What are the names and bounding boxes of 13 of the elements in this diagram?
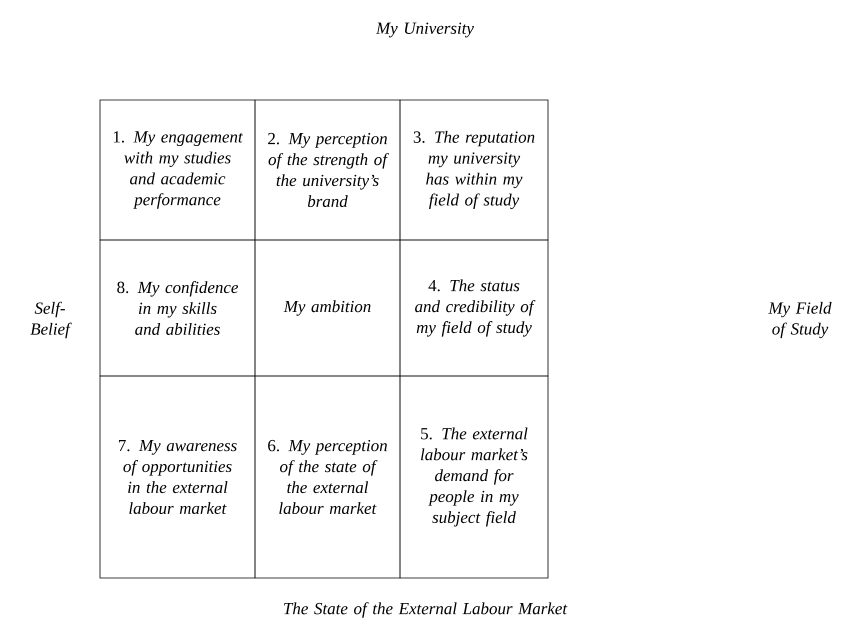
table-cell: 6. My perception of the state of the external labour market xyxy=(254,376,400,578)
table-cell: 7. My awareness of opportunities in the external labour market xyxy=(100,376,256,578)
table-cell: 8. My confidence in my skills and abilities xyxy=(100,240,256,376)
axis-label: My University xyxy=(376,22,474,38)
table-cell: My ambition xyxy=(254,240,400,376)
table-cell: 1. My engagement with my studies and academic performance xyxy=(100,100,256,240)
axis-label: My Field of Study xyxy=(768,302,832,338)
table-cell: 4. The status and credibility of my field of study xyxy=(400,240,548,376)
axis-label: The State of the External Labour Market xyxy=(284,602,568,618)
table-cell: 2. My perception of the strength of the university’s brand xyxy=(254,100,400,240)
table-cell: 3. The reputation my university has within my field of study xyxy=(400,100,548,240)
table-cell: 5. The external labour market’s demand for people in my subject field xyxy=(400,376,548,578)
axis-label: Self-Belief xyxy=(30,302,72,338)
